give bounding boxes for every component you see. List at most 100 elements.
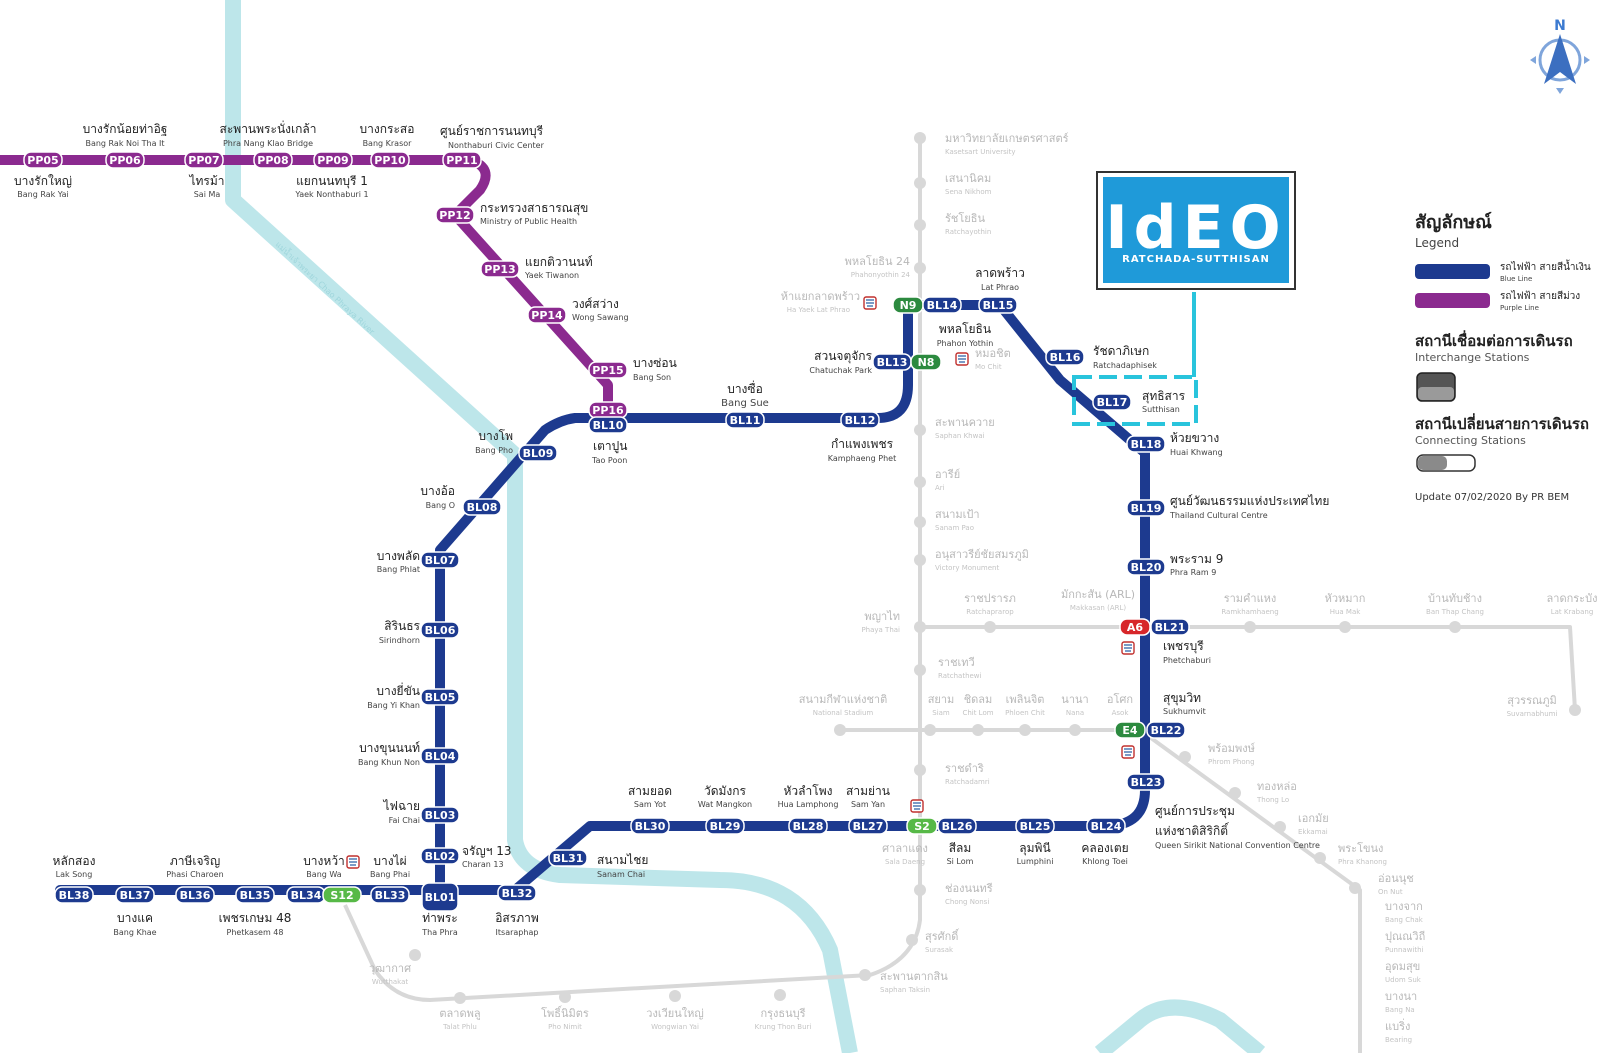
station-badge-a6[interactable]: A6 bbox=[1119, 618, 1151, 636]
station-badge-bl06[interactable]: BL06 bbox=[420, 621, 460, 639]
station-badge-bl29[interactable]: BL29 bbox=[705, 817, 745, 835]
station-badge-bl32[interactable]: BL32 bbox=[497, 884, 537, 902]
station-badge-pp08[interactable]: PP08 bbox=[253, 151, 293, 169]
station-badge-pp07[interactable]: PP07 bbox=[184, 151, 224, 169]
station-badge-n9[interactable]: N9 bbox=[892, 296, 924, 314]
grey-station-dot bbox=[1244, 621, 1256, 633]
station-badge-bl02[interactable]: BL02 bbox=[420, 847, 460, 865]
station-badge-bg bbox=[705, 817, 745, 835]
station-badge-bl30[interactable]: BL30 bbox=[630, 817, 670, 835]
station-badge-pp15[interactable]: PP15 bbox=[588, 361, 628, 379]
station-badge-s12[interactable]: S12 bbox=[322, 886, 362, 904]
station-badge-bl26[interactable]: BL26 bbox=[937, 817, 977, 835]
station-badge-bl36[interactable]: BL36 bbox=[175, 886, 215, 904]
station-badge-bl20[interactable]: BL20 bbox=[1126, 558, 1166, 576]
grey-station-dot bbox=[914, 884, 926, 896]
station-badge-bl22[interactable]: BL22 bbox=[1146, 721, 1186, 739]
legend-connecting-title: สถานีเปลี่ยนสายการเดินรถ bbox=[1415, 413, 1589, 433]
grey-station-name-en: Phloen Chit bbox=[1005, 709, 1045, 717]
station-badge-bl18[interactable]: BL18 bbox=[1126, 435, 1166, 453]
station-badge-bl08[interactable]: BL08 bbox=[462, 498, 502, 516]
station-badge-bl31[interactable]: BL31 bbox=[548, 849, 588, 867]
station-badge-pp06[interactable]: PP06 bbox=[105, 151, 145, 169]
station-badge-pp14[interactable]: PP14 bbox=[527, 306, 567, 324]
station-name-en: Wat Mangkon bbox=[698, 800, 752, 809]
station-name-en: Charan 13 bbox=[462, 860, 504, 869]
grey-station-name-th: ลาดกระบัง bbox=[1547, 592, 1598, 605]
station-badge-bl24[interactable]: BL24 bbox=[1086, 817, 1126, 835]
station-badge-n8[interactable]: N8 bbox=[910, 353, 942, 371]
grey-line-silom bbox=[840, 728, 1362, 1053]
station-badge-bl13[interactable]: BL13 bbox=[872, 353, 912, 371]
grey-station-name-en: Ratchayothin bbox=[945, 228, 991, 236]
station-badge-bl17[interactable]: BL17 bbox=[1092, 393, 1132, 411]
legend-interchange-title: สถานีเชื่อมต่อการเดินรถ bbox=[1415, 330, 1573, 350]
station-badge-bl23[interactable]: BL23 bbox=[1126, 773, 1166, 791]
station-badge-bl21[interactable]: BL21 bbox=[1150, 618, 1190, 636]
station-badge-bl27[interactable]: BL27 bbox=[848, 817, 888, 835]
station-badge-bl11[interactable]: BL11 bbox=[725, 411, 765, 429]
station-badge-bl33[interactable]: BL33 bbox=[370, 886, 410, 904]
station-badge-bg bbox=[922, 296, 962, 314]
station-badge-bl34[interactable]: BL34 bbox=[286, 886, 326, 904]
station-badge-bl12[interactable]: BL12 bbox=[840, 411, 880, 429]
station-code: BL37 bbox=[120, 889, 151, 902]
station-badge-pp05[interactable]: PP05 bbox=[23, 151, 63, 169]
grey-station-name-en: Lat Krabang bbox=[1551, 608, 1594, 616]
station-badge-pp13[interactable]: PP13 bbox=[480, 260, 520, 278]
station-name-th: ท่าพระ bbox=[422, 911, 457, 925]
grey-station-label: มหาวิทยาลัยเกษตรศาสตร์Kasetsart Universi… bbox=[945, 132, 1069, 156]
station-badge-bl05[interactable]: BL05 bbox=[420, 688, 460, 706]
grey-station-label: ราชดำริRatchadamri bbox=[945, 762, 990, 786]
grey-station-name-en: Bang Chak bbox=[1385, 916, 1424, 924]
station-badge-pp10[interactable]: PP10 bbox=[370, 151, 410, 169]
station-badge-bl04[interactable]: BL04 bbox=[420, 747, 460, 765]
station-badge-bl16[interactable]: BL16 bbox=[1045, 348, 1085, 366]
station-badge-bl38[interactable]: BL38 bbox=[54, 886, 94, 904]
grey-station-name-en: Ratchadamri bbox=[945, 778, 990, 786]
station-badge-e4[interactable]: E4 bbox=[1114, 721, 1146, 739]
grey-station-name-th: โพธิ์นิมิตร bbox=[541, 1005, 589, 1020]
station-badge-pp12[interactable]: PP12 bbox=[435, 206, 475, 224]
legend-interchange-subtitle: Interchange Stations bbox=[1415, 351, 1530, 364]
station-badge-pp11[interactable]: PP11 bbox=[442, 151, 482, 169]
station-code: BL14 bbox=[927, 299, 958, 312]
station-badge-bl25[interactable]: BL25 bbox=[1015, 817, 1055, 835]
station-badge-bl15[interactable]: BL15 bbox=[978, 296, 1018, 314]
station-badge-bg bbox=[527, 306, 567, 324]
station-badge-bl37[interactable]: BL37 bbox=[115, 886, 155, 904]
rail-interchange-icons bbox=[346, 296, 1135, 869]
station-badge-bl07[interactable]: BL07 bbox=[420, 551, 460, 569]
station-badge-bl14[interactable]: BL14 bbox=[922, 296, 962, 314]
station-code: PP12 bbox=[439, 209, 470, 222]
station-badge-bl28[interactable]: BL28 bbox=[788, 817, 828, 835]
grey-station-dot bbox=[914, 621, 926, 633]
station-badge-bl09[interactable]: BL09 bbox=[518, 444, 558, 462]
station-code: BL35 bbox=[240, 889, 271, 902]
station-badge-bl01[interactable]: BL01 bbox=[421, 882, 459, 912]
station-badge-pp16[interactable]: PP16 bbox=[588, 401, 628, 419]
station-badge-s2[interactable]: S2 bbox=[906, 817, 938, 835]
station-name-th: ห้วยขวาง bbox=[1170, 431, 1219, 445]
train-icon bbox=[1121, 745, 1135, 759]
station-badge-bl19[interactable]: BL19 bbox=[1126, 499, 1166, 517]
station-badge-pp09[interactable]: PP09 bbox=[313, 151, 353, 169]
station-name-en: Khlong Toei bbox=[1082, 857, 1128, 866]
station-badge-bl10[interactable]: BL10 bbox=[588, 416, 628, 434]
station-badge-bl03[interactable]: BL03 bbox=[420, 806, 460, 824]
grey-station-dot bbox=[914, 764, 926, 776]
station-badge-bl35[interactable]: BL35 bbox=[235, 886, 275, 904]
station-badge-bg bbox=[23, 151, 63, 169]
station-name-en: Sanam Chai bbox=[597, 870, 645, 879]
station-name-en: Yaek Tiwanon bbox=[524, 271, 579, 280]
